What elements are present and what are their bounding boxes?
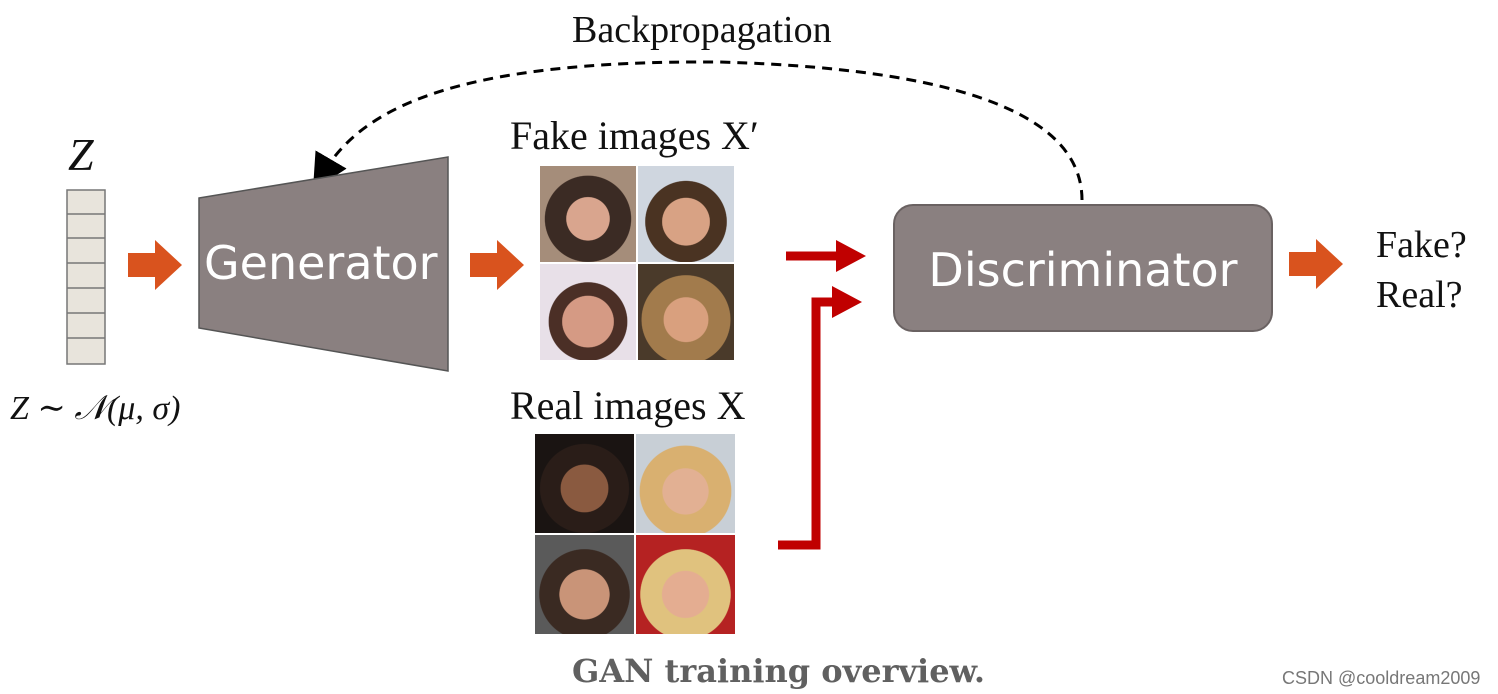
real-images-grid <box>535 434 735 634</box>
z-distribution-label: Z ∼ 𝒩(μ, σ) <box>10 390 181 427</box>
generator-label: Generator <box>204 236 438 290</box>
backprop-arrow <box>312 60 1084 201</box>
real-face-3 <box>535 535 634 634</box>
real-face-2 <box>636 434 735 533</box>
output-fake-label: Fake? <box>1376 224 1467 266</box>
real-images-label: Real images X <box>510 383 746 428</box>
fake-face-2 <box>638 166 734 262</box>
latent-vector <box>66 189 106 365</box>
discriminator-label: Discriminator <box>928 243 1238 297</box>
real-face-4 <box>636 535 735 634</box>
fake-face-1 <box>540 166 636 262</box>
z-label: Z <box>68 129 94 180</box>
watermark: CSDN @cooldream2009 <box>1282 668 1481 688</box>
output-labels: Fake? Real? <box>1376 220 1467 320</box>
backprop-label: Backpropagation <box>572 9 832 51</box>
discriminator-block <box>893 204 1273 332</box>
fake-images-label: Fake images X′ <box>510 113 759 158</box>
fake-images-grid <box>540 166 734 360</box>
generator-block <box>198 156 449 372</box>
arrow-discriminator-to-output <box>1289 239 1343 289</box>
arrow-real-to-discriminator <box>778 286 862 550</box>
fake-face-3 <box>540 264 636 360</box>
arrow-z-to-generator <box>128 240 182 290</box>
real-face-1 <box>535 434 634 533</box>
fake-face-4 <box>638 264 734 360</box>
arrow-fake-to-discriminator <box>786 240 866 272</box>
figure-caption: GAN training overview. <box>572 652 986 690</box>
arrow-generator-to-fake <box>470 240 524 290</box>
output-real-label: Real? <box>1376 274 1463 316</box>
